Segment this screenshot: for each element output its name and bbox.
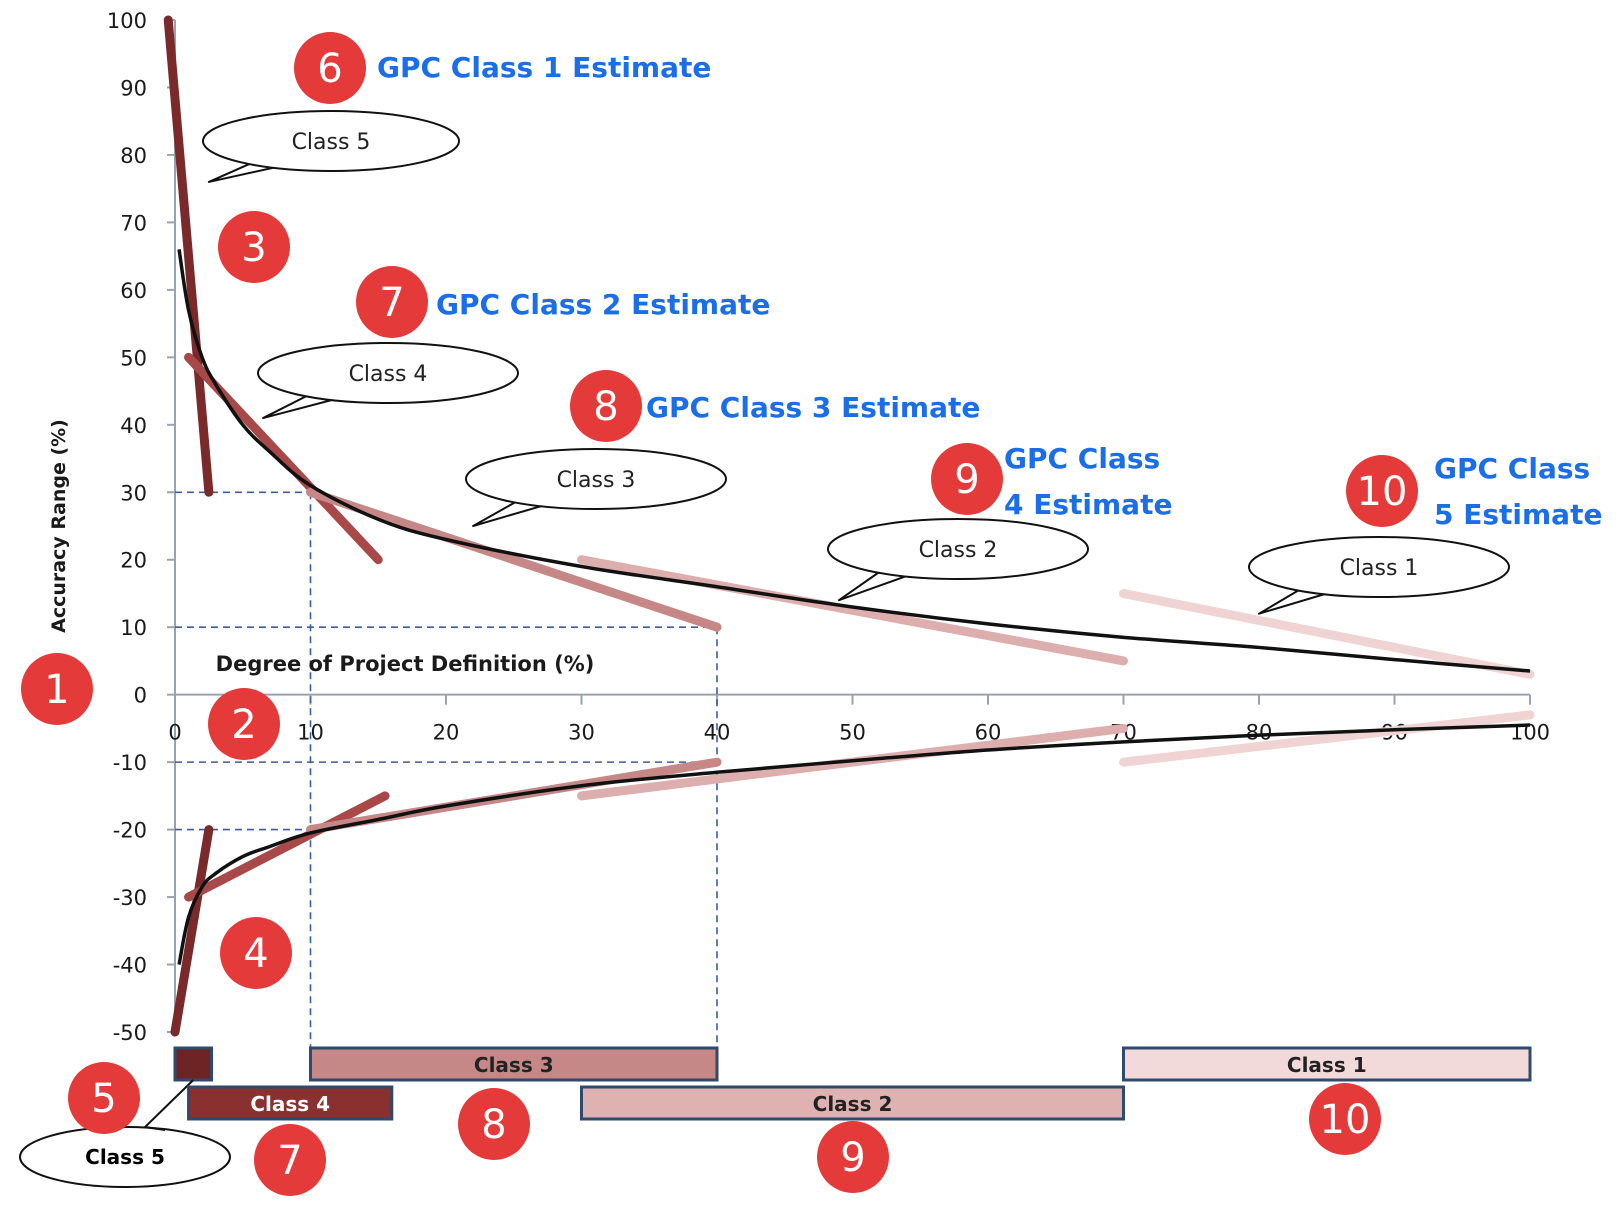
- marker-1-number: 1: [44, 667, 69, 713]
- callout-gap: [528, 493, 556, 503]
- marker-10-circle: [1309, 1083, 1381, 1155]
- class-1-range-bar-label: Class 1: [1287, 1053, 1367, 1077]
- class-4-callout-text: Class 4: [349, 362, 428, 387]
- marker-5-number: 5: [91, 1076, 116, 1122]
- lower-accuracy-curve: [177, 723, 1531, 965]
- axis-titles: Degree of Project Definition (%) Accurac…: [48, 419, 594, 676]
- class-1-upper-line: [1119, 588, 1535, 679]
- upper-accuracy-curve: [177, 249, 1531, 673]
- callout-gap: [264, 155, 292, 165]
- y-tick-label: 90: [120, 76, 147, 100]
- marker-4-circle: [220, 917, 292, 989]
- gpc-estimate-label: GPC Class 3 Estimate: [646, 391, 980, 424]
- x-axis-title: Degree of Project Definition (%): [216, 652, 595, 676]
- class-5-range-bar-label: Class 5: [85, 1145, 165, 1169]
- y-tick-label: 10: [120, 616, 147, 640]
- callout-gap: [890, 563, 918, 573]
- class-3-range-bar-label: Class 3: [474, 1053, 554, 1077]
- marker-8-circle: [458, 1088, 530, 1160]
- callout-gap: [320, 387, 348, 397]
- marker-10-circle: [1346, 455, 1418, 527]
- marker-7-number: 7: [379, 280, 404, 326]
- y-axis-title: Accuracy Range (%): [48, 419, 70, 633]
- y-tick-label: 50: [120, 346, 147, 370]
- marker-2-number: 2: [231, 702, 256, 748]
- x-tick-label: 20: [433, 721, 460, 745]
- marker-1-circle: [21, 653, 93, 725]
- marker-9-circle: [817, 1121, 889, 1193]
- gpc-estimate-label-line: GPC Class: [1434, 452, 1590, 485]
- marker-7-circle: [356, 266, 428, 338]
- class-1-lower-line: [1119, 710, 1535, 767]
- class-2-callout-text: Class 2: [919, 538, 998, 563]
- y-tick-label: 60: [120, 279, 147, 303]
- x-tick-label: 30: [568, 721, 595, 745]
- class-3-callout-text: Class 3: [557, 468, 636, 493]
- marker-5-circle: [68, 1062, 140, 1134]
- marker-6-circle: [294, 32, 366, 104]
- marker-8-circle: [570, 370, 642, 442]
- marker-9-number: 9: [840, 1135, 865, 1181]
- y-tick-label: -40: [113, 954, 147, 978]
- y-tick-label: -20: [113, 819, 147, 843]
- marker-9-number: 9: [954, 457, 979, 503]
- marker-10-number: 10: [1357, 469, 1408, 515]
- callout-gap: [1311, 581, 1339, 591]
- marker-8-number: 8: [481, 1102, 506, 1148]
- class-2-range-bar-label: Class 2: [813, 1092, 893, 1116]
- marker-3-number: 3: [241, 225, 266, 271]
- marker-6-number: 6: [317, 46, 342, 92]
- y-tick-label: 80: [120, 144, 147, 168]
- y-tick-label: -50: [113, 1021, 147, 1045]
- y-tick-label: -10: [113, 751, 147, 775]
- gpc-estimate-label-line: GPC Class: [1004, 442, 1160, 475]
- marker-2-circle: [208, 688, 280, 760]
- marker-4-number: 4: [243, 931, 268, 977]
- class-range-bars: Class 5 Class 4 Class 3 Class 2 Class 1: [19, 1046, 1532, 1188]
- class-5-lower-line: [170, 825, 214, 1037]
- class-4-lower-line: [184, 791, 390, 902]
- marker-7-number: 7: [277, 1138, 302, 1184]
- class-2-range-bar: [580, 1085, 1125, 1121]
- reference-lines: [175, 491, 718, 1047]
- gpc-estimate-label-line: 4 Estimate: [1004, 488, 1172, 521]
- class-4-range-bar: [187, 1085, 394, 1121]
- y-tick-label: 20: [120, 549, 147, 573]
- accuracy-curves: [177, 249, 1531, 965]
- x-tick-label: 80: [1246, 721, 1273, 745]
- class-1-callout-text: Class 1: [1340, 556, 1419, 581]
- class-5-upper-line: [163, 15, 214, 497]
- y-tick-label: 70: [120, 211, 147, 235]
- class-4-range-bar-label: Class 4: [250, 1092, 330, 1116]
- class-5-range-bar: [173, 1046, 214, 1082]
- marker-8-number: 8: [593, 384, 618, 430]
- class-2-upper-line: [577, 555, 1128, 666]
- class-1-range-bar: [1122, 1046, 1532, 1082]
- class-3-upper-line: [306, 487, 722, 632]
- marker-3-circle: [218, 211, 290, 283]
- marker-9-circle: [931, 443, 1003, 515]
- gpc-estimate-label-line: 5 Estimate: [1434, 498, 1602, 531]
- class-5-callout-text: Class 5: [292, 130, 371, 155]
- gpc-estimate-label: GPC Class 1 Estimate: [377, 51, 711, 84]
- class-5-bar-callout-pointer: [142, 1079, 194, 1131]
- y-tick-label: 30: [120, 481, 147, 505]
- gpc-estimate-label: GPC Class 2 Estimate: [436, 288, 770, 321]
- marker-7-circle: [254, 1124, 326, 1196]
- marker-10-number: 10: [1320, 1097, 1371, 1143]
- class-range-lines: [163, 15, 1535, 1037]
- y-tick-label: 0: [134, 684, 147, 708]
- x-tick-label: 50: [839, 721, 866, 745]
- numbered-markers: 1 2 3 4 5 6 GPC Class 1 Estimate 7 GPC Class 2 E…: [21, 32, 1602, 1196]
- class-callouts: Class 5 Class 4 Class 3 Class 2 Class 1: [202, 110, 1510, 615]
- x-tick-label: 0: [168, 721, 181, 745]
- y-tick-label: 100: [107, 9, 147, 33]
- class-3-range-bar: [309, 1046, 719, 1082]
- y-tick-label: -30: [113, 886, 147, 910]
- y-tick-label: 40: [120, 414, 147, 438]
